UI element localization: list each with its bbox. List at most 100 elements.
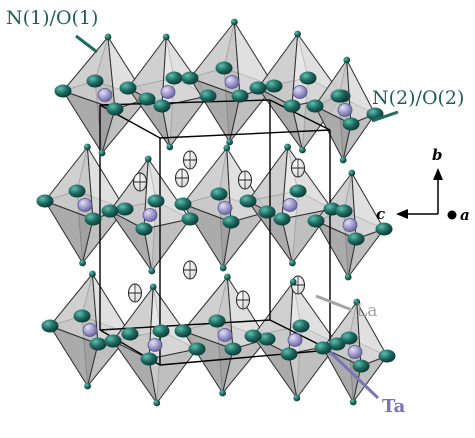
c-axis-label: c: [376, 205, 385, 223]
equatorial-anion-atom: [314, 341, 332, 355]
equatorial-anion-atom: [101, 204, 119, 218]
apical-anion-atom: [219, 264, 227, 272]
equatorial-anion-atom: [306, 99, 324, 113]
apical-anion-atom: [153, 399, 161, 407]
equatorial-anion-atom: [231, 89, 249, 103]
apical-anion-atom: [149, 283, 157, 291]
ta-atom: [282, 198, 298, 212]
n1-leader-line: [75, 34, 98, 54]
la-leader-line: [315, 294, 353, 312]
equatorial-anion-atom: [181, 71, 199, 85]
c-axis-arrowhead: [396, 209, 408, 219]
ta-atom: [147, 338, 163, 352]
apical-anion-atom: [148, 267, 156, 275]
equatorial-anion-atom: [174, 197, 192, 211]
ta-atom: [97, 88, 113, 102]
equatorial-anion-atom: [86, 74, 104, 88]
equatorial-anion-atom: [375, 222, 393, 236]
ta-atom: [217, 201, 233, 215]
apical-anion-atom: [348, 169, 356, 177]
equatorial-anion-atom: [106, 102, 124, 116]
octahedron-face: [288, 343, 339, 400]
equatorial-anion-atom: [188, 342, 206, 356]
unit-cell-edge: [269, 99, 331, 131]
equatorial-anion-atom: [328, 337, 346, 351]
equatorial-anion-atom: [181, 212, 199, 226]
apical-anion-atom: [293, 394, 301, 402]
ta-atom: [82, 323, 98, 337]
equatorial-anion-atom: [199, 89, 217, 103]
ta-atom: [224, 75, 240, 89]
equatorial-anion-atom: [340, 331, 358, 345]
equatorial-anion-atom: [121, 327, 139, 341]
la-atom: [175, 168, 189, 188]
la-atom: [236, 290, 250, 310]
la-atom: [183, 260, 197, 280]
equatorial-anion-atom: [265, 79, 283, 93]
equatorial-anion-atom: [239, 194, 257, 208]
equatorial-anion-atom: [174, 324, 192, 338]
equatorial-anion-atom: [140, 352, 158, 366]
b-axis-arrowhead: [433, 168, 443, 180]
equatorial-anion-atom: [41, 319, 59, 333]
ta-atom: [337, 103, 353, 117]
equatorial-anion-atom: [73, 309, 91, 323]
equatorial-anion-atom: [165, 71, 183, 85]
equatorial-anion-atom: [258, 205, 276, 219]
equatorial-anion-atom: [280, 347, 298, 361]
equatorial-anion-atom: [152, 324, 170, 338]
equatorial-anion-atom: [299, 71, 317, 85]
equatorial-anion-atom: [347, 232, 365, 246]
equatorial-anion-atom: [378, 349, 396, 363]
equatorial-anion-atom: [153, 99, 171, 113]
apical-anion-atom: [353, 298, 361, 306]
unit-cell-edge: [159, 129, 331, 139]
equatorial-anion-atom: [273, 212, 291, 226]
ta-atom: [142, 208, 158, 222]
equatorial-anion-atom: [147, 194, 165, 208]
equatorial-anion-atom: [289, 184, 307, 198]
apical-anion-atom: [104, 33, 112, 41]
apical-anion-atom: [343, 56, 351, 64]
ta-atom: [347, 345, 363, 359]
n2-o2-label: N(2)/O(2): [372, 87, 464, 109]
la-atom: [183, 150, 197, 170]
la-atom: [291, 158, 305, 178]
apical-anion-atom: [299, 146, 306, 154]
apical-anion-atom: [219, 389, 227, 397]
n2-leader-line: [371, 110, 399, 123]
equatorial-anion-atom: [292, 319, 310, 333]
apical-anion-atom: [226, 138, 234, 146]
equatorial-anion-atom: [224, 342, 242, 356]
apical-anion-atom: [339, 156, 347, 164]
axes-indicator: b c a: [376, 146, 470, 224]
equatorial-anion-atom: [249, 81, 267, 95]
octahedron: [109, 157, 192, 273]
equatorial-anion-atom: [68, 184, 86, 198]
equatorial-anion-atom: [119, 81, 137, 95]
apical-anion-atom: [349, 398, 357, 406]
equatorial-anion-atom: [54, 84, 72, 98]
apical-anion-atom: [289, 259, 296, 267]
apical-anion-atom: [344, 273, 352, 281]
la-atom: [238, 170, 252, 190]
la-atom: [133, 172, 147, 192]
equatorial-anion-atom: [84, 212, 102, 226]
ta-atom: [342, 218, 358, 232]
ta-atom: [287, 333, 303, 347]
equatorial-anion-atom: [342, 117, 360, 131]
equatorial-anion-atom: [116, 202, 134, 216]
equatorial-anion-atom: [138, 92, 156, 106]
b-axis-label: b: [432, 146, 443, 164]
equatorial-anion-atom: [283, 99, 301, 113]
octahedron: [321, 300, 389, 404]
equatorial-anion-atom: [330, 89, 348, 103]
octahedron: [314, 171, 386, 279]
apical-anion-atom: [89, 270, 96, 278]
ta-atom: [77, 198, 93, 212]
atoms-layer: [36, 18, 396, 407]
label-leaders: [75, 34, 399, 400]
la-atom: [128, 283, 142, 303]
apical-anion-atom: [294, 30, 301, 38]
